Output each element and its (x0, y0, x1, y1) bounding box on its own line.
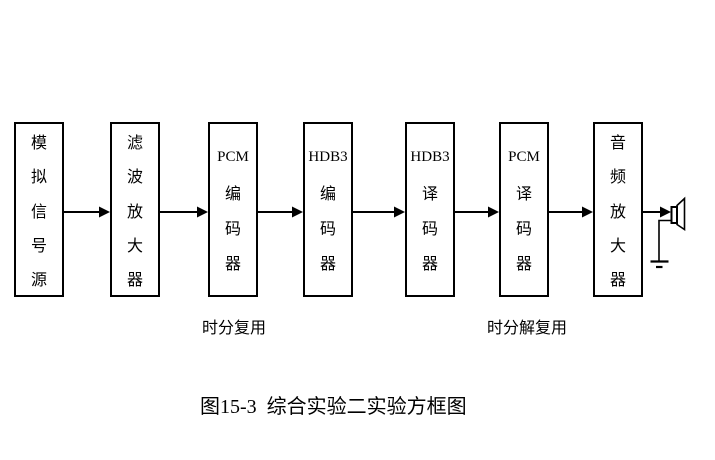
block-text-line: 大 (126, 235, 143, 255)
block-text-line: 大 (609, 235, 626, 255)
block-text-line: 译 (421, 184, 438, 203)
tdm-mux-label: 时分复用 (202, 318, 267, 337)
block-text-line: 器 (609, 269, 626, 289)
flow-arrowhead (394, 206, 405, 218)
block-text-line: HDB3 (308, 148, 348, 165)
block-text-line: 译 (515, 184, 532, 203)
tdm-demux-label: 时分解复用 (487, 318, 568, 337)
block-text-line: 码 (319, 219, 336, 238)
block-hdb3-encoder: HDB3 编码器 (303, 122, 353, 297)
block-text-line: HDB3 (410, 148, 450, 165)
flow-arrowhead (488, 206, 499, 218)
flow-arrowhead (582, 206, 593, 218)
block-text-line: 源 (30, 269, 47, 289)
block-filter-amplifier: 滤波放大器 (110, 122, 160, 297)
block-text-line: 号 (30, 235, 47, 255)
block-text-line: 码 (421, 219, 438, 238)
block-text-line: 放 (609, 201, 626, 221)
block-text-line: 器 (421, 254, 438, 273)
block-text-line: 拟 (30, 167, 47, 187)
block-text-line: 编 (224, 184, 241, 203)
block-text-line: 器 (515, 254, 532, 273)
block-text-line: 码 (224, 219, 241, 238)
block-text-line: 波 (126, 167, 143, 187)
block-text-line: 模 (30, 133, 47, 153)
figure-caption: 图15-3 综合实验二实验方框图 (200, 396, 467, 418)
block-text-line: 频 (609, 167, 626, 187)
block-pcm-decoder: PCM 译码器 (499, 122, 549, 297)
block-text-line: 器 (319, 254, 336, 273)
block-text-line: 信 (30, 201, 47, 221)
block-text-line: 滤 (126, 133, 143, 153)
earth-ground-icon (650, 219, 672, 269)
block-audio-amplifier: 音频放大器 (593, 122, 643, 297)
flow-arrowhead (197, 206, 208, 218)
block-text-line: 码 (515, 219, 532, 238)
block-text-line: 编 (319, 184, 336, 203)
flow-arrowhead (99, 206, 110, 218)
block-text-line: 器 (224, 254, 241, 273)
block-hdb3-decoder: HDB3 译码器 (405, 122, 455, 297)
block-text-line: PCM (217, 148, 249, 165)
block-pcm-encoder: PCM 编码器 (208, 122, 258, 297)
block-text-line: 音 (609, 133, 626, 153)
block-text-line: 放 (126, 201, 143, 221)
block-text-line: PCM (508, 148, 540, 165)
block-analog-signal-source: 模拟信号源 (14, 122, 64, 297)
flow-arrowhead (292, 206, 303, 218)
block-text-line: 器 (126, 269, 143, 289)
speaker-icon (670, 196, 686, 231)
flow-arrowhead (660, 206, 671, 218)
